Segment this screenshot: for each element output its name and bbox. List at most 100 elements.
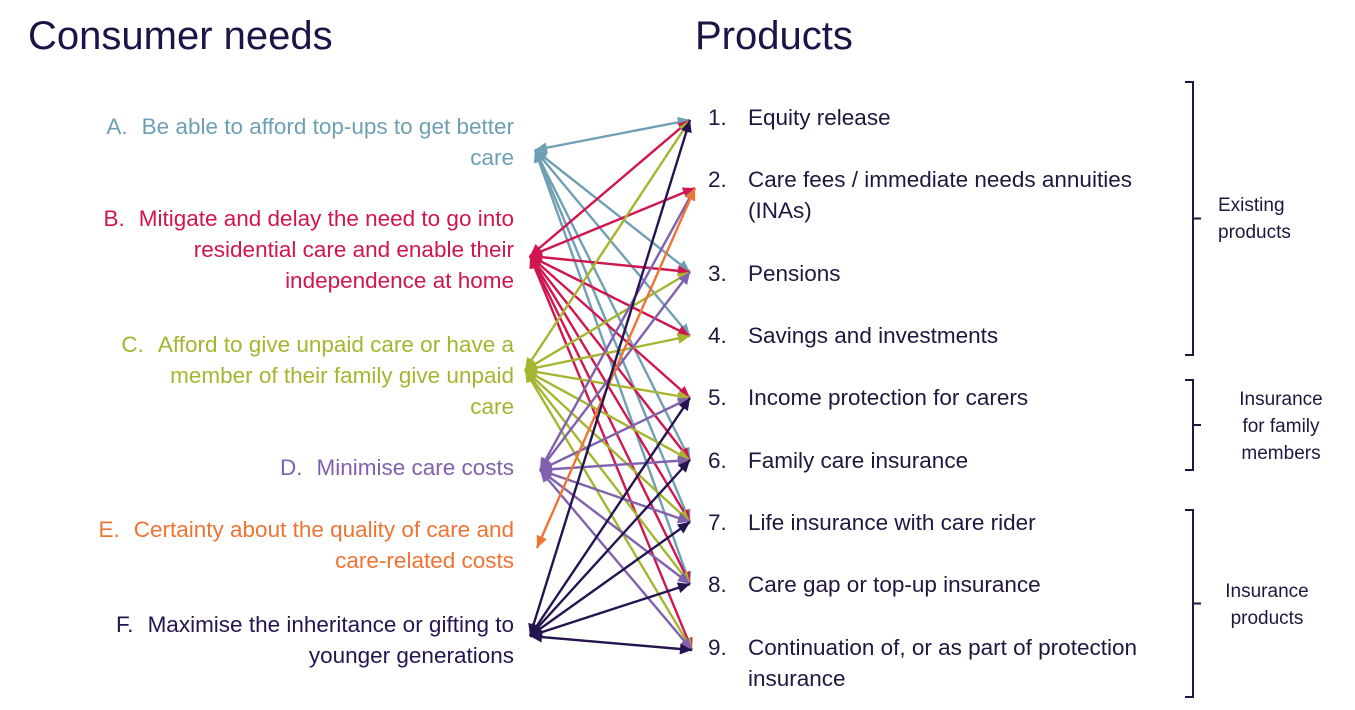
need-line: A. Be able to afford top-ups to get bette… xyxy=(106,111,514,142)
arrow-head xyxy=(677,509,690,522)
need-b: B.Mitigate and delay the need to go into… xyxy=(103,203,514,296)
arrow-head xyxy=(680,637,692,650)
link-c-3 xyxy=(524,270,691,372)
arrow-head xyxy=(677,333,690,344)
link-f-5 xyxy=(529,397,691,637)
product-6: 6. Family care insurance xyxy=(708,445,968,476)
arrow-head xyxy=(679,643,692,655)
link-b-2 xyxy=(529,186,696,258)
arrow-head xyxy=(536,534,547,548)
need-text: Maximise the inheritance or gifting to xyxy=(147,612,514,637)
need-text: Certainty about the quality of care and xyxy=(133,517,514,542)
arrow-head xyxy=(678,272,690,285)
need-line: B.Mitigate and delay the need to go into xyxy=(103,203,514,234)
link-c-7 xyxy=(524,369,691,523)
link-d-5 xyxy=(539,396,691,472)
arrow-head xyxy=(681,120,692,134)
need-line: younger generations xyxy=(308,643,514,668)
product-9: 9. Continuation of, or as part of protec… xyxy=(708,632,1137,694)
arrow-head xyxy=(529,256,540,270)
link-f-1 xyxy=(528,119,692,637)
link-b-8 xyxy=(528,255,692,585)
group-label-family: Insurance for family members xyxy=(1239,389,1323,464)
group-brackets xyxy=(1185,81,1201,698)
link-b-4 xyxy=(529,254,691,338)
link-d-8 xyxy=(539,469,691,585)
link-b-7 xyxy=(528,255,692,523)
product-number: 5. xyxy=(708,385,727,410)
arrow-head xyxy=(677,572,690,584)
group-label-existing: Existing products xyxy=(1218,195,1291,243)
product-text: (INAs) xyxy=(748,198,812,223)
group-bracket-3 xyxy=(1185,509,1201,698)
arrow-head xyxy=(678,398,690,412)
need-c: C. Afford to give unpaid care or have a m… xyxy=(121,329,514,422)
link-f-9 xyxy=(529,634,693,652)
link-c-9 xyxy=(523,369,694,651)
product-text: Care fees / immediate needs annuities xyxy=(748,167,1132,192)
link-c-6 xyxy=(524,368,691,462)
need-letter: C. xyxy=(121,332,144,357)
group-bracket-2 xyxy=(1185,379,1201,471)
arrow-head xyxy=(525,370,536,384)
product-number: 3. xyxy=(708,261,727,286)
product-number: 2. xyxy=(708,167,727,192)
link-f-7 xyxy=(529,521,691,637)
link-c-1 xyxy=(523,119,692,371)
arrow-head xyxy=(677,522,690,534)
link-a-1 xyxy=(534,118,691,152)
arrow-head xyxy=(676,582,690,593)
arrow-head xyxy=(535,142,548,154)
link-f-8 xyxy=(529,582,691,638)
group-label-insurance: Insurance products xyxy=(1225,581,1309,629)
need-line: care xyxy=(470,145,514,170)
arrow-head xyxy=(685,188,696,202)
product-1: 1. Equity release xyxy=(708,102,891,133)
link-d-7 xyxy=(539,468,691,524)
arrow-head xyxy=(681,187,695,198)
link-d-2 xyxy=(538,187,697,471)
link-c-4 xyxy=(524,334,691,372)
product-4: 4. Savings and investments xyxy=(708,320,998,351)
link-a-6 xyxy=(533,149,692,461)
arrow-head xyxy=(676,325,690,336)
need-e: E. Certainty about the quality of care an… xyxy=(98,514,514,576)
need-letter: A. xyxy=(106,114,128,139)
product-number: 4. xyxy=(708,323,727,348)
need-text: Mitigate and delay the need to go into xyxy=(138,206,514,231)
product-number: 8. xyxy=(708,572,727,597)
product-text: Continuation of, or as part of protectio… xyxy=(748,635,1137,660)
product-text: Family care insurance xyxy=(748,448,969,473)
need-line: independence at home xyxy=(285,268,514,293)
need-line: C. Afford to give unpaid care or have a xyxy=(121,329,514,360)
product-text: Care gap or top-up insurance xyxy=(748,572,1041,597)
product-text: Equity release xyxy=(748,105,891,130)
product-7: 7. Life insurance with care rider xyxy=(708,507,1036,538)
need-line: D.Minimise care costs xyxy=(280,452,514,483)
arrow-head xyxy=(677,460,690,473)
need-letter: E. xyxy=(98,517,120,542)
link-e-2 xyxy=(535,187,697,549)
link-b-1 xyxy=(529,119,691,257)
product-2: 2. Care fees / immediate needs annuities… xyxy=(708,164,1132,226)
need-line: residential care and enable their xyxy=(193,237,514,262)
product-8: 8. Care gap or top-up insurance xyxy=(708,569,1041,600)
product-text: Income protection for carers xyxy=(748,385,1029,410)
need-text: Be able to afford top-ups to get better xyxy=(141,114,514,139)
product-text: Savings and investments xyxy=(748,323,999,348)
need-line: F. Maximise the inheritance or gifting to xyxy=(116,609,514,640)
need-d: D.Minimise care costs xyxy=(280,452,514,483)
need-letter: F. xyxy=(116,612,134,637)
product-number: 6. xyxy=(708,448,727,473)
link-b-6 xyxy=(529,255,691,461)
arrow-head xyxy=(677,455,690,467)
link-f-6 xyxy=(529,459,691,637)
product-text: Life insurance with care rider xyxy=(748,510,1036,535)
product-3: 3. Pensions xyxy=(708,258,841,289)
link-c-8 xyxy=(524,369,691,585)
link-a-4 xyxy=(534,149,691,337)
need-line: member of their family give unpaid xyxy=(170,363,514,388)
need-text: Afford to give unpaid care or have a xyxy=(157,332,514,357)
product-number: 1. xyxy=(708,105,727,130)
